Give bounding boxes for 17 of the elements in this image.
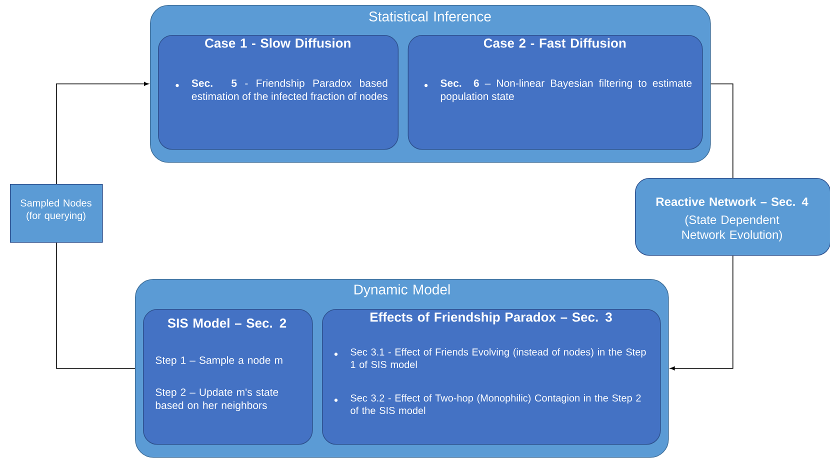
connector-arrow — [670, 255, 734, 370]
box-text: Sampled Nodes (for querying) — [20, 199, 92, 222]
bullet-text: Sec. 6 – Non-linear Bayesian filtering to estimate population state — [440, 79, 692, 102]
box-text: (State Dependent Network Evolution) — [682, 215, 782, 242]
panel-title: Dynamic Model — [354, 284, 450, 298]
box-heading: Case 2 - Fast Diffusion — [484, 38, 626, 48]
box-heading: SIS Model – Sec. 2 — [168, 318, 286, 328]
box-heading: Effects of Friendship Paradox – Sec. 3 — [370, 312, 612, 324]
bullet-text: Sec 3.1 - Effect of Friends Evolving (instead of nodes) in the Step 1 of SIS model — [350, 348, 646, 368]
box-heading: Reactive Network – Sec. 4 — [656, 197, 808, 206]
step-text: Step 1 – Sample a node m — [156, 356, 282, 366]
step-text: Step 2 – Update m's state based on her neighbors — [156, 388, 278, 412]
box-heading: Case 1 - Slow Diffusion — [205, 38, 350, 48]
connector-arrow — [56, 82, 149, 184]
bullet-text: Sec 3.2 - Effect of Two-hop (Monophilic) Contagion in the Step 2 of the SIS model — [350, 394, 641, 414]
bullet-text: Sec. 5 - Friendship Paradox based estimation of the infected fraction of nodes — [192, 79, 388, 100]
panel-title: Statistical Inference — [369, 11, 491, 22]
